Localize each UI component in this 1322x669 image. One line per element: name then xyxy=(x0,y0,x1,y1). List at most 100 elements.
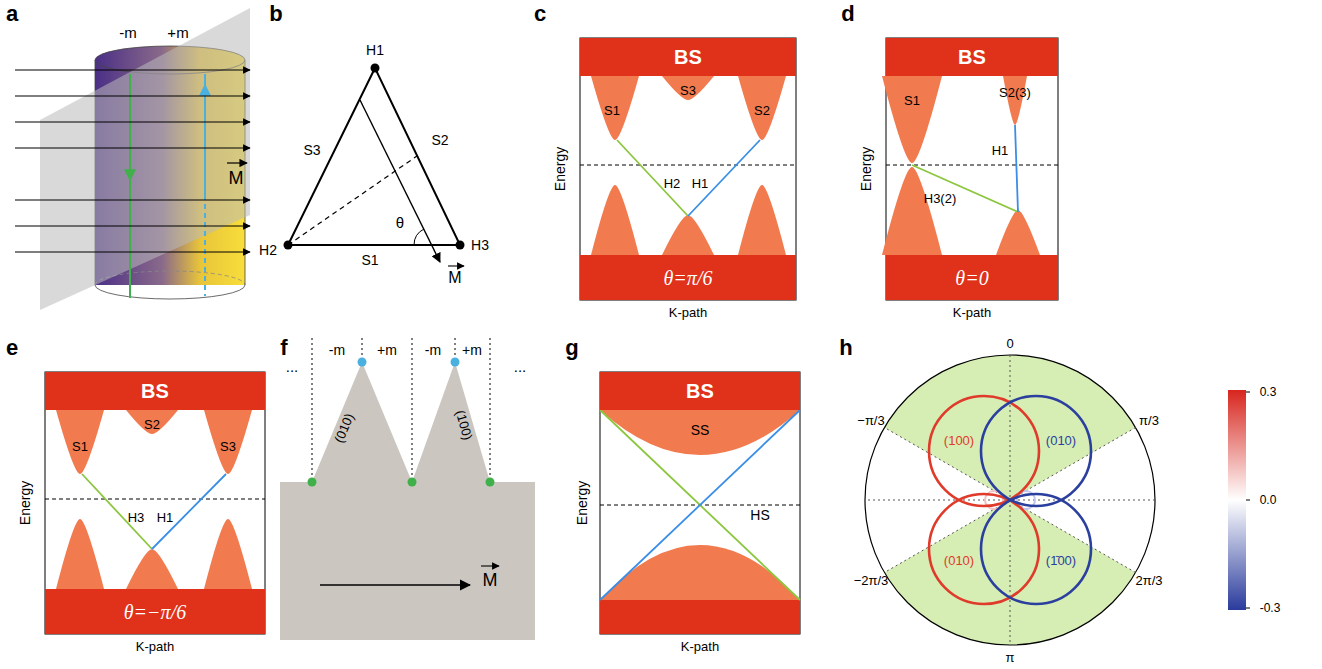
region-label: -m xyxy=(119,25,137,40)
state-label: H2 xyxy=(664,177,681,190)
surface-state xyxy=(882,76,942,163)
state-label: H1 xyxy=(692,177,709,190)
state-label: S1 xyxy=(72,440,88,453)
hinge-dot xyxy=(486,478,495,487)
colorbar-tick xyxy=(1246,392,1250,393)
hinge-arrow xyxy=(204,85,206,120)
field-arrow xyxy=(15,251,250,252)
fermi-level xyxy=(886,165,1058,166)
colorbar-label: 0.3 xyxy=(1260,386,1277,398)
bulk-band xyxy=(600,600,800,634)
bulk-band: θ=π/6 xyxy=(580,255,796,300)
facet-label: (100) xyxy=(454,409,475,442)
field-arrow xyxy=(15,147,250,148)
surface-state xyxy=(738,76,786,140)
region-label: -m xyxy=(329,343,345,357)
field-arrow xyxy=(15,199,250,200)
polar-lobe xyxy=(929,494,1039,604)
panel-frame xyxy=(45,372,265,634)
angle-tick: 2π/3 xyxy=(1135,574,1162,587)
triangle xyxy=(288,68,460,245)
hinge-dot xyxy=(451,358,460,367)
panel-letter: f xyxy=(280,337,287,359)
region-label: +m xyxy=(462,343,482,357)
surface-state xyxy=(600,410,800,455)
hinge-state xyxy=(688,140,760,216)
axis-label: Energy xyxy=(859,147,873,191)
vector-arrow xyxy=(481,565,499,566)
axis-label: K-path xyxy=(669,306,707,319)
hinge-state xyxy=(1015,125,1018,212)
state-label: S3 xyxy=(680,84,696,97)
surface-state xyxy=(882,167,942,255)
colorbar-tick xyxy=(1246,500,1250,501)
angle-label: θ=−π/6 xyxy=(124,602,186,622)
colorbar-tick xyxy=(1246,608,1250,609)
surface-state xyxy=(204,519,252,589)
facet-label: (1̄00) xyxy=(1046,554,1076,567)
surface-state xyxy=(56,519,104,589)
angle-label: θ=π/6 xyxy=(664,268,713,288)
state-label: S2 xyxy=(144,418,160,431)
angle-tick: −π/3 xyxy=(857,414,884,427)
state-label: H1 xyxy=(157,511,174,524)
axis-label: Energy xyxy=(18,481,32,525)
side-label: S2 xyxy=(431,133,448,147)
surface-state xyxy=(1003,76,1027,125)
band-label: BS xyxy=(674,47,702,67)
surface-state xyxy=(662,215,714,255)
hinge-dot xyxy=(456,241,465,250)
vector-arrow xyxy=(448,265,464,266)
axis-label: Energy xyxy=(575,481,589,525)
state-label: H1 xyxy=(992,144,1009,157)
axis-label: K-path xyxy=(953,306,991,319)
panel-letter: a xyxy=(6,3,18,25)
surface-state xyxy=(591,185,639,255)
hinge-label: H1 xyxy=(366,43,384,57)
panel-letter: e xyxy=(6,337,18,359)
angle-tick: 0 xyxy=(1006,337,1013,350)
bulk-band: θ=−π/6 xyxy=(45,589,265,634)
dashed-line xyxy=(288,156,417,245)
panel-frame xyxy=(580,38,796,300)
field-arrow xyxy=(15,121,250,122)
panel-letter: b xyxy=(269,3,282,25)
hinge-arrow xyxy=(129,150,131,180)
vector-arrow xyxy=(227,162,247,163)
panel-frame xyxy=(600,372,800,634)
facet-label: (010) xyxy=(944,554,974,567)
band-label: BS xyxy=(958,47,986,67)
vector-label: M xyxy=(448,270,461,286)
hinge-dot xyxy=(371,64,380,73)
hinge-state xyxy=(600,410,800,600)
boundary-line xyxy=(412,338,413,482)
state-label: HS xyxy=(750,508,769,522)
panel-letter: d xyxy=(841,3,854,25)
panel-letter: g xyxy=(565,337,578,359)
facet-label: (010) xyxy=(332,411,356,444)
state-label: S1 xyxy=(604,104,620,117)
crystal xyxy=(280,362,535,640)
state-label: S1 xyxy=(904,94,920,107)
angle-label: θ=0 xyxy=(955,268,988,288)
bulk-band: BS xyxy=(886,38,1058,76)
surface-state xyxy=(204,410,252,474)
vector-label: M xyxy=(483,571,498,589)
state-label: S3 xyxy=(220,440,236,453)
surface-state xyxy=(591,76,639,140)
band-label: BS xyxy=(141,381,169,401)
angle-symbol: θ xyxy=(396,215,404,230)
angle-tick: −2π/3 xyxy=(854,574,889,587)
axis-label: K-path xyxy=(136,640,174,653)
mirror-plane xyxy=(40,8,250,310)
polar-lobe xyxy=(981,396,1091,506)
ellipsis: ... xyxy=(286,359,299,374)
surface-state xyxy=(56,410,104,474)
surface-state xyxy=(996,210,1040,255)
bulk-band: BS xyxy=(45,372,265,410)
boundary-line xyxy=(490,338,491,482)
angle-tick: π/3 xyxy=(1139,414,1159,427)
magnetization-arrow xyxy=(360,100,440,262)
hinge-state xyxy=(600,410,800,600)
bulk-band: BS xyxy=(580,38,796,76)
